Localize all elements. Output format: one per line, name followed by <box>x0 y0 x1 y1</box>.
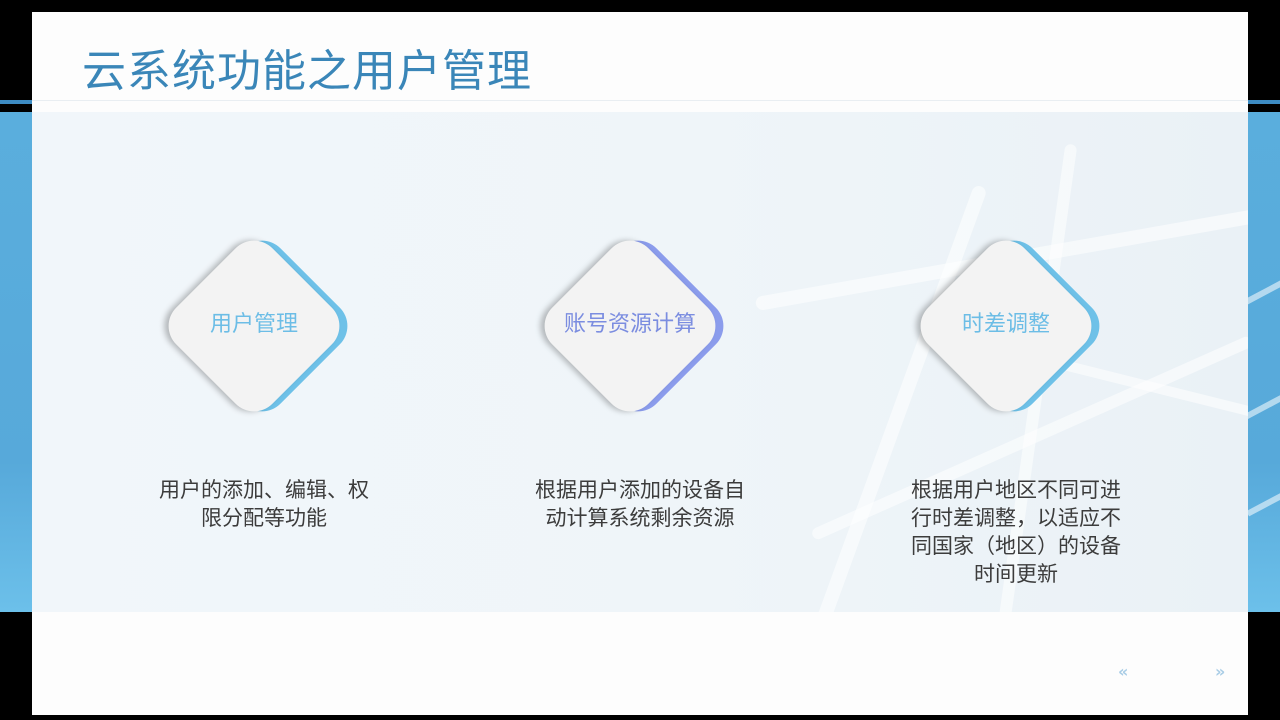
feature-description: 根据用户添加的设备自 动计算系统剩余资源 <box>510 476 770 532</box>
left-side-band <box>0 112 32 612</box>
description-line: 根据用户地区不同可进 <box>911 478 1121 502</box>
right-accent-line <box>1248 100 1280 104</box>
right-side-band <box>1248 112 1280 612</box>
left-accent-line <box>0 100 32 104</box>
description-line: 同国家（地区）的设备 <box>911 534 1121 558</box>
feature-label: 时差调整 <box>961 312 1050 337</box>
description-line: 根据用户添加的设备自 <box>535 478 745 502</box>
title-divider <box>32 100 1248 101</box>
chevron-left-icon: « <box>1118 662 1129 681</box>
previous-slide-button[interactable]: « <box>1118 662 1128 681</box>
description-line: 时间更新 <box>974 562 1058 586</box>
feature-label: 账号资源计算 <box>563 312 696 337</box>
description-line: 限分配等功能 <box>201 506 327 530</box>
feature-description: 用户的添加、编辑、权 限分配等功能 <box>134 476 394 532</box>
feature-label: 用户管理 <box>209 312 298 337</box>
chevron-right-icon: » <box>1215 662 1226 681</box>
description-line: 行时差调整，以适应不 <box>911 506 1121 530</box>
slide: 云系统功能之用户管理 用户管理 用户的添加、编辑、权 限分配等功能 <box>32 12 1248 715</box>
slide-title: 云系统功能之用户管理 <box>82 46 532 97</box>
description-line: 用户的添加、编辑、权 <box>159 478 369 502</box>
next-slide-button[interactable]: » <box>1215 662 1225 681</box>
content-area: 用户管理 用户的添加、编辑、权 限分配等功能 账号资源计算 根据用户添加的设备自… <box>32 112 1248 612</box>
feature-description: 根据用户地区不同可进 行时差调整，以适应不 同国家（地区）的设备 时间更新 <box>886 476 1146 588</box>
description-line: 动计算系统剩余资源 <box>545 506 735 530</box>
